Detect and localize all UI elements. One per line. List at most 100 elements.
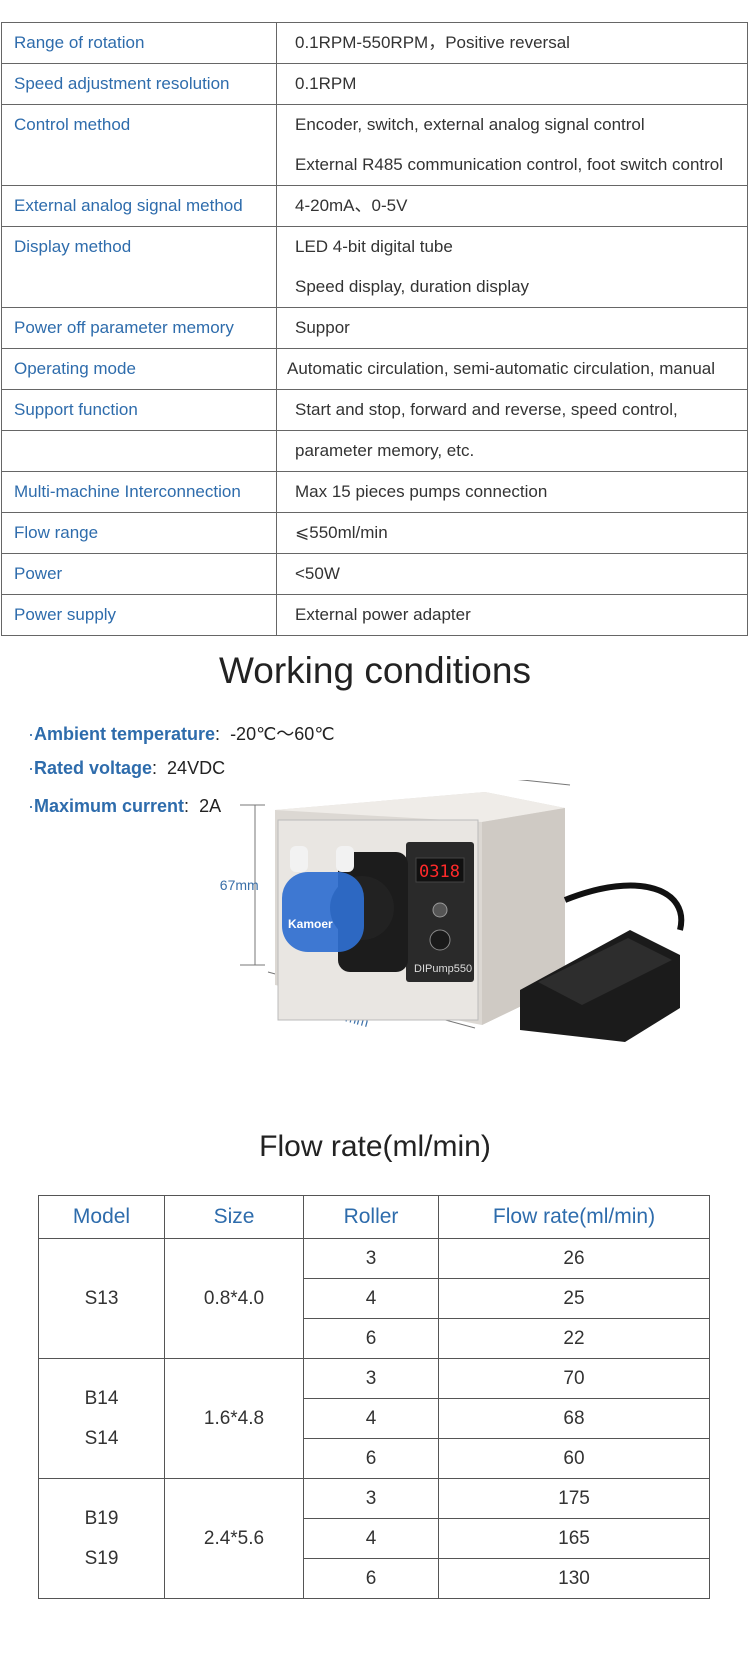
flow-cell: 70 (438, 1358, 710, 1399)
spec-value: Encoder, switch, external analog signal … (276, 104, 748, 186)
column-header: Model (38, 1195, 165, 1239)
spec-label: Power off parameter memory (1, 307, 277, 349)
roller-cell: 3 (303, 1478, 439, 1519)
spec-value: 0.1RPM (276, 63, 748, 105)
knob-icon (429, 929, 451, 951)
spec-value: 4-20mA、0-5V (276, 185, 748, 227)
condition-value: -20℃～60℃ (230, 724, 335, 744)
roller-cell: 3 (303, 1238, 439, 1279)
roller-cell: 3 (303, 1358, 439, 1399)
spec-label: External analog signal method (1, 185, 277, 227)
spec-value: parameter memory, etc. (276, 430, 748, 472)
spec-value: External power adapter (276, 594, 748, 636)
condition-label: Ambient temperature (34, 724, 216, 744)
tube-connector-icon (290, 846, 308, 872)
condition-rated-voltage: ·Rated voltage: 24VDC (28, 758, 226, 778)
cable (563, 882, 685, 931)
spec-label: Flow range (1, 512, 277, 554)
condition-maximum-current: ·Maximum current: 2A (28, 796, 222, 816)
roller-cell: 6 (303, 1318, 439, 1359)
size-cell: 0.8*4.0 (164, 1238, 304, 1359)
condition-value: 2A (199, 796, 222, 816)
flow-cell: 60 (438, 1438, 710, 1479)
column-header: Roller (303, 1195, 439, 1239)
flow-cell: 26 (438, 1238, 710, 1279)
flow-cell: 25 (438, 1278, 710, 1319)
condition-value: 24VDC (167, 758, 226, 778)
spec-value: Max 15 pieces pumps connection (276, 471, 748, 513)
flow-rate-title: Flow rate(ml/min) (259, 1130, 491, 1163)
led-display: 0318 (419, 862, 460, 882)
spec-label: Support function (1, 389, 277, 431)
spec-label: Multi-machine Interconnection (1, 471, 277, 513)
condition-label: Maximum current (34, 796, 185, 816)
flow-cell: 22 (438, 1318, 710, 1359)
brand-logo: Kamoer (288, 917, 333, 931)
height-dimension-label: 167mm (220, 877, 259, 893)
spec-label: Display method (1, 226, 277, 308)
spec-label: Power supply (1, 594, 277, 636)
tube-connector-icon (336, 846, 354, 872)
model-label: DIPump550 (414, 963, 472, 975)
spec-value: ⩽550ml/min (276, 512, 748, 554)
flow-cell: 130 (438, 1558, 710, 1599)
spec-row: Power<50W (1, 553, 748, 595)
spec-value: Suppor (276, 307, 748, 349)
spec-value: Automatic circulation, semi-automatic ci… (276, 348, 748, 390)
roller-cell: 4 (303, 1518, 439, 1559)
column-header: Flow rate(ml/min) (438, 1195, 710, 1239)
spec-row: Flow range⩽550ml/min (1, 512, 748, 554)
model-cell: S13 (38, 1238, 165, 1359)
working-conditions-title: Working conditions (219, 650, 531, 691)
model-name: B14 (84, 1387, 119, 1409)
switch-icon (432, 902, 448, 918)
spec-label: Operating mode (1, 348, 277, 390)
roller-cell: 6 (303, 1558, 439, 1599)
spec-label (1, 430, 277, 472)
condition-label: Rated voltage (34, 758, 153, 778)
roller-cell: 4 (303, 1278, 439, 1319)
spec-label: Speed adjustment resolution (1, 63, 277, 105)
spec-label: Range of rotation (1, 22, 277, 64)
size-cell: 2.4*5.6 (164, 1478, 304, 1599)
width-dimension-line (517, 780, 571, 786)
model-name: S14 (84, 1427, 119, 1449)
spec-value: <50W (276, 553, 748, 595)
flow-rate-table: Model Size Roller Flow rate(ml/min) S13 0… (38, 1195, 710, 1599)
spec-label: Power (1, 553, 277, 595)
condition-ambient-temperature: ·Ambient temperature: -20℃～60℃ (28, 724, 335, 744)
model-name: B19 (84, 1507, 119, 1529)
size-cell: 1.6*4.8 (164, 1358, 304, 1479)
roller-cell: 6 (303, 1438, 439, 1479)
roller-cell: 4 (303, 1398, 439, 1439)
pump-head (282, 872, 364, 952)
column-header: Size (164, 1195, 304, 1239)
flow-cell: 68 (438, 1398, 710, 1439)
model-name: S19 (84, 1547, 119, 1569)
pump-device-image: 229mm 167mm 173mm 0318 DIPump550 Kamoer (220, 780, 685, 1042)
spec-label: Control method (1, 104, 277, 186)
spec-value: Start and stop, forward and reverse, spe… (276, 389, 748, 431)
model-name: S13 (84, 1287, 119, 1309)
